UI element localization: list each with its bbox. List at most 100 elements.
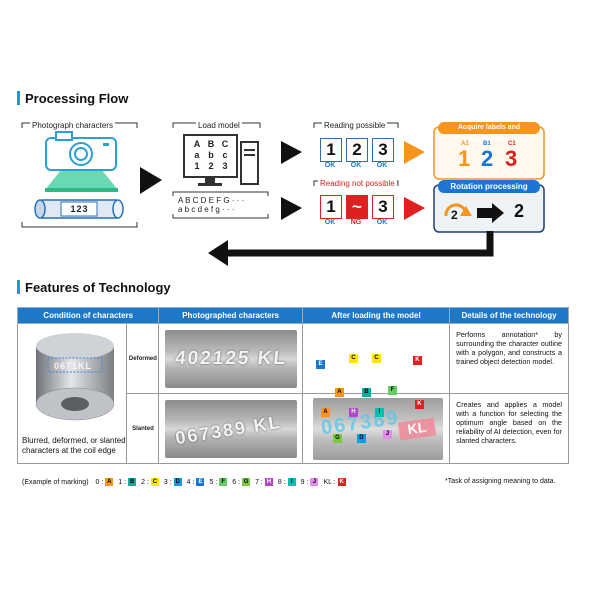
- legend-item: 9 :J: [301, 478, 319, 486]
- read-digit-box: 3: [372, 138, 394, 162]
- footnote: *Task of assigning meaning to data.: [445, 478, 556, 485]
- legend-key: 5 :: [209, 478, 218, 486]
- photographed-text: 067389 KL: [174, 411, 284, 449]
- marker-j: J: [382, 430, 392, 439]
- marker-c: C: [348, 354, 358, 363]
- column-header: Condition of characters: [16, 307, 160, 324]
- load-model-label: Load model: [196, 121, 242, 130]
- legend-key: 8 :: [277, 478, 286, 486]
- legend-item: 3 :D: [164, 478, 182, 486]
- marker-k: K: [412, 356, 422, 365]
- legend-item: 4 :E: [187, 478, 205, 486]
- read-digit-box: 3: [372, 195, 394, 219]
- reading-not-possible-label: Reading not possible: [318, 179, 397, 188]
- marker-g: G: [332, 434, 342, 443]
- legend-swatch: A: [105, 478, 114, 486]
- rotation-panel-title: Rotation processing: [438, 180, 540, 193]
- legend-item: 1 :B: [118, 478, 137, 486]
- legend-item: 6 :G: [232, 478, 251, 486]
- legend-swatch: I: [287, 478, 296, 486]
- read-status: OK: [376, 162, 388, 169]
- read-digit-box: 1: [320, 138, 342, 162]
- condition-cell: Deformed: [126, 323, 160, 394]
- legend-key: 7 :: [255, 478, 263, 486]
- legend-swatch: J: [310, 478, 319, 486]
- marker-e: E: [315, 360, 325, 369]
- table-row: Slanted 067389 KL 067389 KL A H I K G D …: [18, 393, 569, 464]
- marker-h: H: [348, 408, 358, 417]
- legend-key: 0 :: [95, 478, 104, 486]
- photographed-characters-image: 402125 KL: [165, 330, 298, 388]
- condition-cell: Slanted: [126, 393, 160, 464]
- marker-d: D: [356, 434, 366, 443]
- acquire-panel-title: Acquire labels and coordinates: [438, 122, 540, 143]
- model-data-row: A B C D E F G · · ·: [178, 196, 245, 205]
- read-status: OK: [324, 219, 336, 226]
- read-digit-box: 1: [320, 195, 342, 219]
- coil-image: [26, 328, 126, 428]
- legend-key: 3 :: [163, 478, 172, 486]
- photo-cell: 067389 KL: [158, 393, 303, 464]
- column-header: Details of the technology: [449, 307, 569, 324]
- marker-c: C: [371, 354, 381, 363]
- legend-key: 6 :: [232, 478, 241, 486]
- acquire-tag: B1: [483, 141, 491, 147]
- legend-swatch: E: [196, 478, 205, 486]
- legend-item: 8 :I: [278, 478, 296, 486]
- model-cell: E C C K A B F: [301, 323, 451, 397]
- photographed-text: 402125 KL: [174, 348, 289, 369]
- details-cell: Creates and applies a model with a funct…: [449, 393, 569, 464]
- legend-swatch: K: [337, 478, 346, 486]
- table-row: 0671KL Blurred, deformed, or slanted cha…: [16, 323, 569, 464]
- coil-text: 0671KL: [54, 361, 93, 371]
- acquire-digit: 3: [505, 146, 518, 171]
- read-digit-box: 2: [346, 138, 368, 162]
- details-text: Performs annotation* by surrounding the …: [456, 330, 562, 366]
- legend-key: 9 :: [300, 478, 309, 486]
- legend-item: 0 :A: [95, 478, 114, 486]
- details-text: Creates and applies a model with a funct…: [456, 400, 562, 445]
- photograph-characters-label: Photograph characters: [30, 121, 115, 130]
- acquire-tag: A1: [461, 141, 469, 147]
- coil-description: Blurred, deformed, or slanted characters…: [22, 436, 126, 455]
- section-accent-bar: [17, 280, 20, 294]
- model-cell: 067389 KL A H I K G D J: [301, 393, 451, 464]
- details-cell: Performs annotation* by surrounding the …: [449, 323, 569, 394]
- legend-prefix: (Example of marking): [22, 478, 89, 486]
- photo-cell: 402125 KL: [158, 323, 303, 394]
- photographed-characters-image: 067389 KL: [165, 400, 298, 458]
- features-table: Condition of characters Photographed cha…: [16, 307, 569, 464]
- acquire-tag: C1: [508, 141, 516, 147]
- reading-possible-label: Reading possible: [322, 121, 388, 130]
- acquire-digit: 1: [458, 146, 471, 171]
- processing-flow-title: Processing Flow: [25, 91, 129, 106]
- legend-swatch: C: [150, 478, 159, 486]
- svg-text:2: 2: [451, 208, 458, 222]
- column-header: Photographed characters: [158, 307, 303, 324]
- legend-key: KL :: [323, 478, 336, 486]
- legend-key: 1 :: [118, 478, 127, 486]
- marking-legend: (Example of marking) 0 :A 1 :B 2 :C 3 :D 4 :…: [22, 478, 351, 486]
- column-header: After loading the model: [301, 307, 451, 324]
- legend-key: 2 :: [141, 478, 149, 486]
- marker-a: A: [334, 388, 344, 397]
- legend-swatch: B: [128, 478, 137, 486]
- rotation-result: 2: [514, 201, 525, 221]
- marker-f: F: [387, 386, 397, 395]
- features-title: Features of Technology: [25, 280, 171, 295]
- marker-b: B: [361, 388, 371, 397]
- legend-item: 7 :H: [255, 478, 273, 486]
- read-status-ng: NG: [350, 219, 362, 226]
- read-digit-box-ng: ~: [346, 195, 368, 219]
- read-status: OK: [376, 219, 388, 226]
- acquire-digit: 2: [481, 146, 494, 171]
- coil-cell: 0671KL Blurred, deformed, or slanted cha…: [16, 323, 128, 464]
- section-accent-bar: [17, 91, 20, 105]
- model-data-row: a b c d e f g · · ·: [178, 205, 235, 214]
